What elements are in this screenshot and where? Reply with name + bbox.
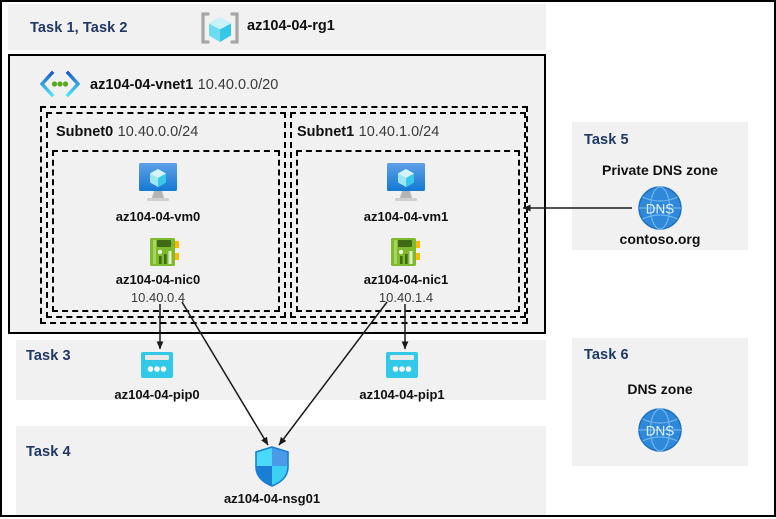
pip0-label: az104-04-pip0: [114, 387, 200, 402]
virtual-machine-icon: [135, 160, 181, 204]
private-dns-zone-heading: Private DNS zone: [602, 162, 718, 178]
private-dns-zone-name: contoso.org: [619, 231, 701, 247]
task-label-6: Task 6: [584, 347, 629, 363]
vm1-label: az104-04-vm1: [363, 209, 449, 224]
task-label-4: Task 4: [26, 444, 71, 460]
network-security-group-icon: [252, 445, 292, 489]
subnet0-name: Subnet0: [56, 124, 114, 140]
virtual-network-icon: [38, 70, 82, 98]
subnet0-inner-box: [52, 150, 280, 312]
dns-icon-text: DNS: [646, 424, 675, 439]
subnet1-name: Subnet1: [297, 124, 355, 140]
pip1-label: az104-04-pip1: [359, 387, 445, 402]
task-label-1-2: Task 1, Task 2: [30, 20, 128, 36]
subnet1-title: Subnet1 10.40.1.0/24: [297, 123, 439, 141]
vnet-panel: [8, 54, 546, 334]
vnet-address-space: 10.40.0.0/20: [197, 77, 279, 93]
vnet-title: az104-04-vnet1 10.40.0.0/20: [90, 76, 278, 94]
vnet-name: az104-04-vnet1: [90, 77, 194, 93]
dns-zone-heading: DNS zone: [627, 381, 693, 397]
nic0-label: az104-04-nic0: [115, 272, 201, 287]
subnet0-box: [46, 112, 286, 318]
subnet1-box: [290, 112, 526, 318]
task-label-3: Task 3: [26, 348, 71, 364]
resource-group-panel: [8, 4, 546, 50]
subnet0-title: Subnet0 10.40.0.0/24: [56, 123, 198, 141]
subnet1-prefix: 10.40.1.0/24: [358, 124, 440, 140]
task-label-5: Task 5: [584, 132, 629, 148]
resource-group-name: az104-04-rg1: [247, 18, 335, 34]
nic1-ip: 10.40.1.4: [378, 290, 434, 305]
vm0-label: az104-04-vm0: [115, 209, 201, 224]
nsg-label: az104-04-nsg01: [223, 491, 321, 506]
virtual-machine-icon: [383, 160, 429, 204]
subnet1-inner-box: [296, 150, 520, 312]
dns-zone-icon: DNS: [634, 184, 686, 232]
network-interface-icon: [147, 236, 183, 268]
dns-icon-text: DNS: [646, 202, 675, 217]
resource-group-icon: [200, 10, 240, 46]
subnet0-prefix: 10.40.0.0/24: [117, 124, 199, 140]
public-ip-address-icon: [137, 350, 177, 382]
nic1-label: az104-04-nic1: [363, 272, 449, 287]
network-interface-icon: [388, 236, 424, 268]
nic0-ip: 10.40.0.4: [130, 290, 186, 305]
public-ip-address-icon: [382, 350, 422, 382]
dns-zone-icon: DNS: [634, 406, 686, 454]
